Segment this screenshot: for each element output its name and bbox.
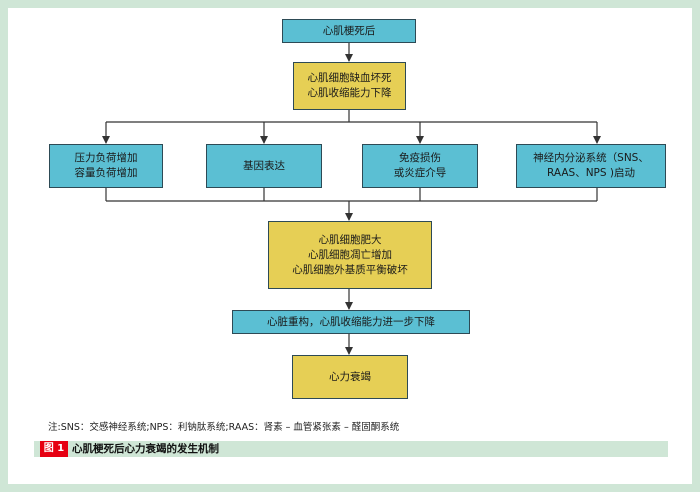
node-cell-line3: 心肌细胞外基质平衡破坏 [292,263,408,276]
node-neuroendocrine: 神经内分泌系统（SNS、 RAAS、NPS )启动 [516,144,666,188]
node-load-line2: 容量负荷增加 [74,167,138,179]
node-remodel-label: 心脏重构，心肌收缩能力进一步下降 [267,315,435,328]
node-load-line1: 压力负荷增加 [74,152,138,164]
node-cell-line2: 心肌细胞凋亡增加 [308,248,392,261]
node-gene-label: 基因表达 [243,159,285,172]
node-immune-line1: 免疫损伤 [399,152,441,164]
caption-bar [34,441,668,457]
node-hf-label: 心力衰竭 [329,370,371,383]
node-gene-expression: 基因表达 [206,144,322,188]
node-neuro-line1: 神经内分泌系统（SNS、 [533,152,649,164]
node-heart-failure: 心力衰竭 [292,355,408,399]
abbreviation-note: 注:SNS：交感神经系统;NPS：利钠肽系统;RAAS：肾素 – 血管紧张素 –… [48,422,400,433]
node-load-increase: 压力负荷增加 容量负荷增加 [49,144,163,188]
figure-badge: 图 1 [40,441,68,457]
node-post-mi: 心肌梗死后 [282,19,416,43]
node-myocyte-injury: 心肌细胞缺血坏死 心肌收缩能力下降 [293,62,406,110]
node-remodeling: 心脏重构，心肌收缩能力进一步下降 [232,310,470,334]
node-cell-line1: 心肌细胞肥大 [318,233,382,246]
node-immune-injury: 免疫损伤 或炎症介导 [362,144,478,188]
node-myocyte-injury-line2: 心肌收缩能力下降 [307,87,392,99]
node-myocyte-injury-line1: 心肌细胞缺血坏死 [307,72,392,84]
node-immune-line2: 或炎症介导 [393,167,447,179]
figure-title: 心肌梗死后心力衰竭的发生机制 [72,443,219,455]
node-neuro-line2: RAAS、NPS )启动 [547,167,635,179]
node-cellular-changes: 心肌细胞肥大 心肌细胞凋亡增加 心肌细胞外基质平衡破坏 [268,221,432,289]
node-post-mi-label: 心肌梗死后 [322,24,376,37]
